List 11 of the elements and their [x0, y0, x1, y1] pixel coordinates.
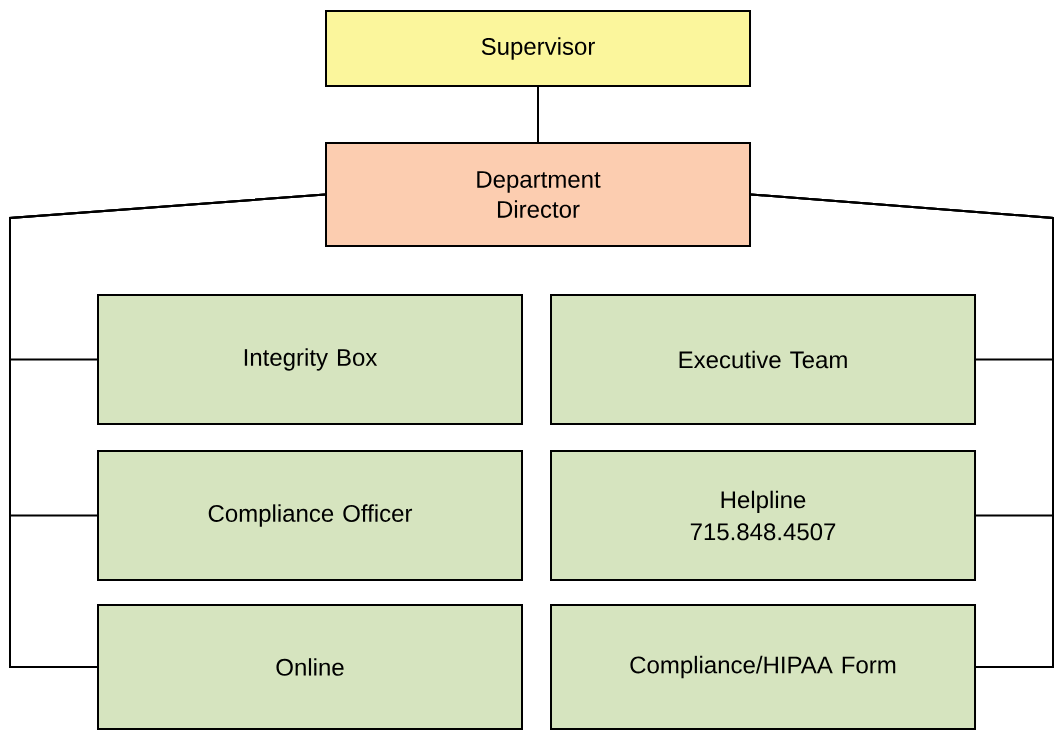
connector-line	[537, 86, 539, 143]
org-box: Helpline 715.848.4507	[550, 450, 976, 581]
org-box: Integrity Box	[97, 294, 523, 425]
org-box: Supervisor	[325, 10, 751, 87]
org-box: Compliance/HIPAA Form	[550, 604, 976, 730]
connector-line	[9, 193, 326, 668]
org-box: Compliance Officer	[97, 450, 523, 581]
org-box: Department Director	[325, 142, 751, 247]
org-box: Online	[97, 604, 523, 730]
connector-line	[750, 193, 1054, 668]
org-box: Executive Team	[550, 294, 976, 425]
